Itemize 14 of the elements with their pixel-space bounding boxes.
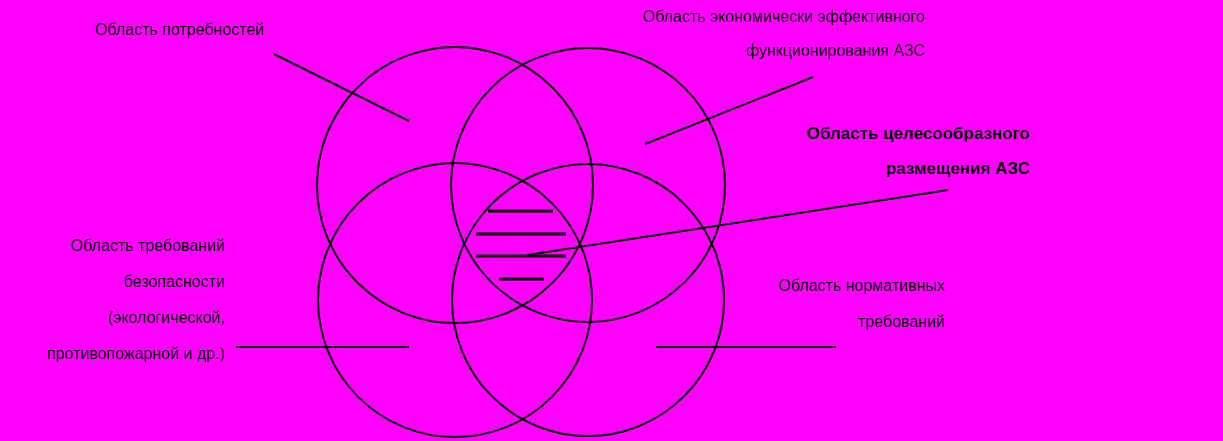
leader-line — [644, 76, 814, 145]
hatched-area — [474, 208, 569, 282]
region-label: Область потребностей — [95, 12, 266, 48]
venn-circle — [316, 161, 594, 439]
venn-circle — [450, 162, 726, 438]
leader-line — [235, 346, 410, 348]
leader-line — [273, 53, 410, 122]
region-label: Область нормативных требований — [777, 268, 945, 340]
region-label: Область экономически эффективного функционирования АЗС — [641, 0, 925, 68]
region-label: Область требований безопасности (экологической, противопожарной и др.) — [46, 228, 225, 372]
venn-circle — [315, 45, 595, 325]
venn-circle — [449, 46, 727, 324]
region-label: Область целесообразного размещения АЗС — [805, 116, 1030, 186]
leader-line — [655, 346, 837, 348]
